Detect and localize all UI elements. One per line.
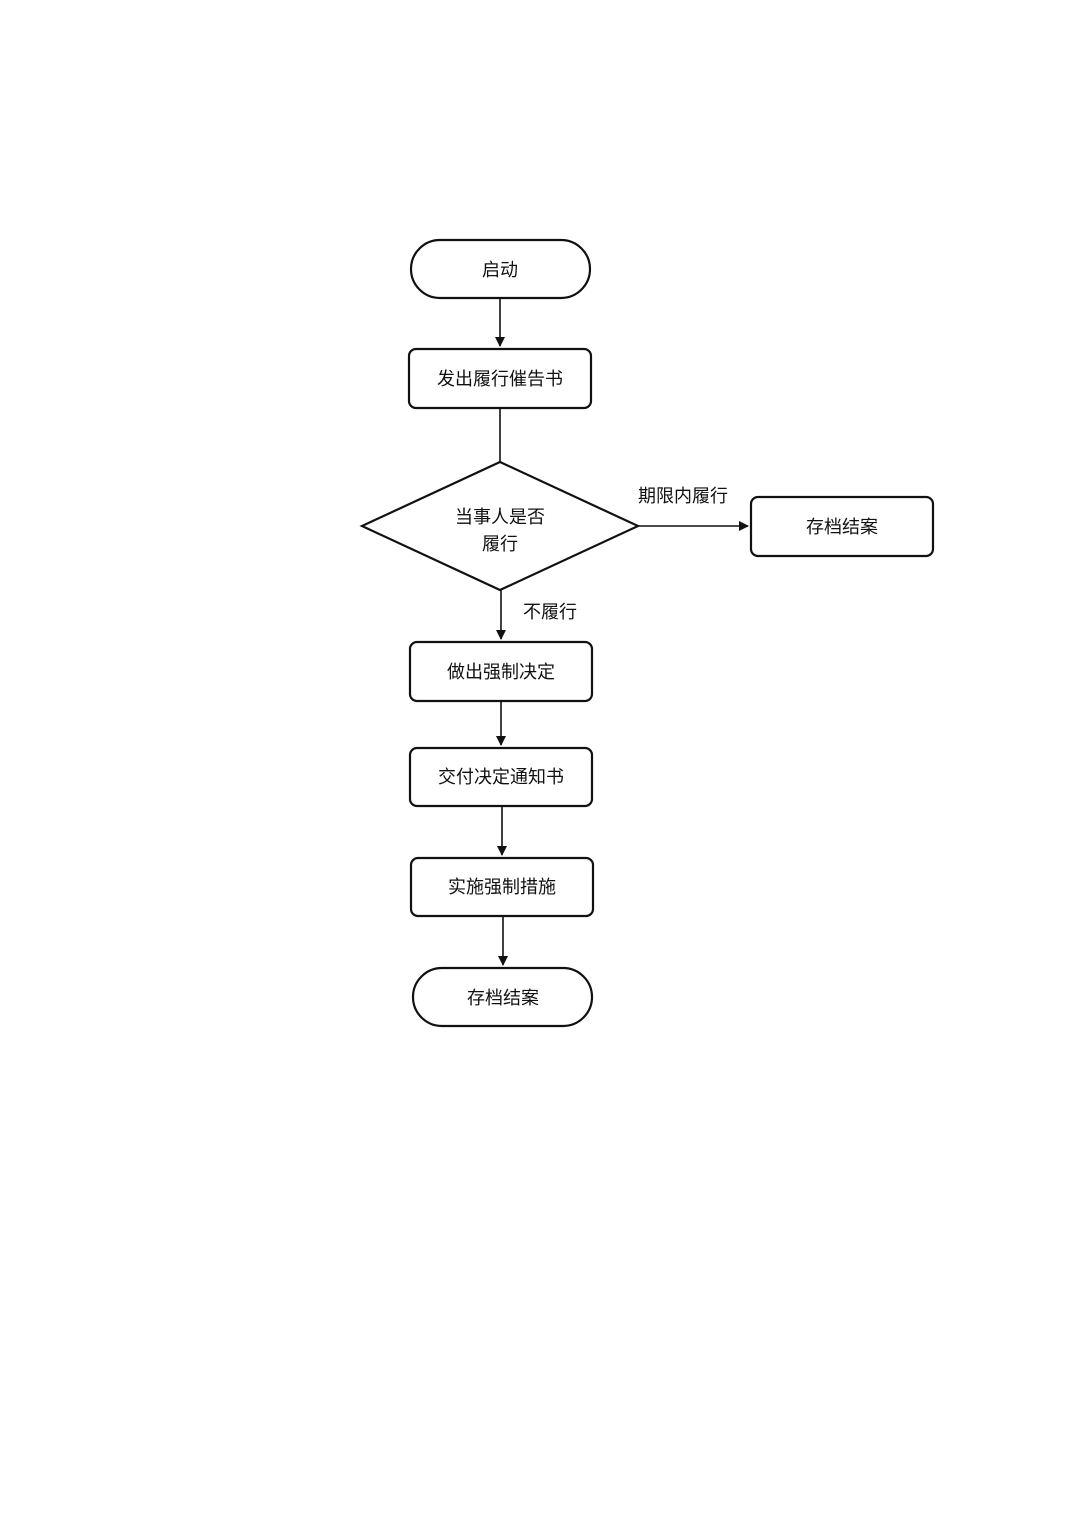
archive-right-label: 存档结案	[806, 517, 878, 538]
issue-notice-node: 发出履行催告书	[407, 347, 593, 410]
make-decision-node: 做出强制决定	[408, 640, 594, 703]
end-node: 存档结案	[411, 966, 594, 1028]
end-node-label: 存档结案	[467, 988, 539, 1009]
enforce-node: 实施强制措施	[409, 856, 595, 918]
decision-label-line2: 履行	[482, 534, 518, 555]
decision-label-line1: 当事人是否	[455, 507, 545, 528]
edge-label-fulfilled: 期限内履行	[638, 486, 728, 507]
make-decision-label: 做出强制决定	[447, 662, 555, 683]
issue-notice-label: 发出履行催告书	[437, 369, 563, 390]
deliver-notice-label: 交付决定通知书	[438, 767, 564, 788]
decision-node: 当事人是否 履行	[359, 460, 641, 592]
archive-right-node: 存档结案	[749, 495, 935, 558]
start-node: 启动	[409, 238, 592, 300]
enforce-label: 实施强制措施	[448, 877, 556, 898]
start-node-label: 启动	[482, 260, 518, 281]
edge-label-not-fulfilled: 不履行	[523, 602, 577, 623]
deliver-notice-node: 交付决定通知书	[408, 746, 594, 808]
